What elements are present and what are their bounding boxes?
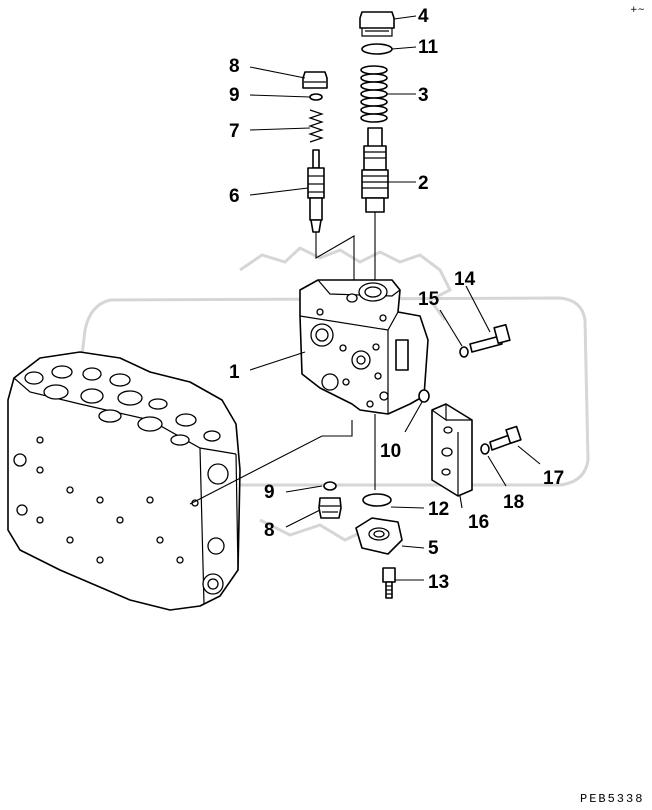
callout-14: 14	[454, 269, 476, 290]
leader-lines	[249, 15, 541, 581]
callout-labels: 4 11 3 2 8 9 7 6 1 14 15 10 16 17 18 9 8…	[229, 6, 564, 593]
reference-code: PEB5338	[580, 792, 644, 806]
main-valve-block	[7, 351, 241, 611]
watermark-logo	[68, 246, 590, 542]
flange-part-5	[355, 517, 403, 555]
bolt-part-13	[382, 567, 396, 599]
callout-12: 12	[428, 499, 449, 520]
callout-9-top: 9	[229, 85, 240, 106]
callout-4: 4	[418, 6, 429, 27]
washer-part-18	[480, 443, 490, 455]
callout-5: 5	[428, 538, 439, 559]
callout-11: 11	[418, 37, 439, 58]
spring-part-7	[308, 109, 324, 143]
o-ring-part-9-bottom	[323, 481, 337, 491]
callout-6: 6	[229, 186, 240, 207]
callout-8-bottom: 8	[264, 520, 275, 541]
spring-part-3	[360, 65, 388, 123]
plug-part-8-bottom	[318, 497, 342, 519]
o-ring-part-12	[362, 493, 392, 507]
callout-9-bottom: 9	[264, 482, 275, 503]
bolt-part-14	[469, 323, 511, 353]
callout-10: 10	[380, 441, 401, 462]
cover-plate-part-16	[431, 403, 473, 497]
plug-part-4	[359, 11, 395, 37]
o-ring-part-9-top	[309, 93, 323, 101]
plug-part-10	[418, 389, 430, 403]
callout-13: 13	[428, 572, 449, 593]
callout-8-top: 8	[229, 56, 240, 77]
bolt-part-17	[489, 425, 522, 451]
callout-18: 18	[503, 492, 524, 513]
washer-part-15	[459, 346, 469, 358]
callout-15: 15	[418, 289, 440, 310]
spool-part-2	[361, 127, 389, 213]
callout-17: 17	[543, 468, 564, 489]
corner-mark: +∼	[630, 5, 645, 15]
callout-3: 3	[418, 85, 429, 106]
callout-7: 7	[229, 121, 240, 142]
poppet-part-6	[307, 149, 325, 233]
callout-1: 1	[229, 362, 240, 383]
o-ring-part-11	[361, 43, 393, 55]
callout-16: 16	[468, 512, 489, 533]
plug-part-8-top	[302, 71, 328, 89]
valve-section-part-1	[299, 279, 429, 415]
callout-2: 2	[418, 173, 429, 194]
